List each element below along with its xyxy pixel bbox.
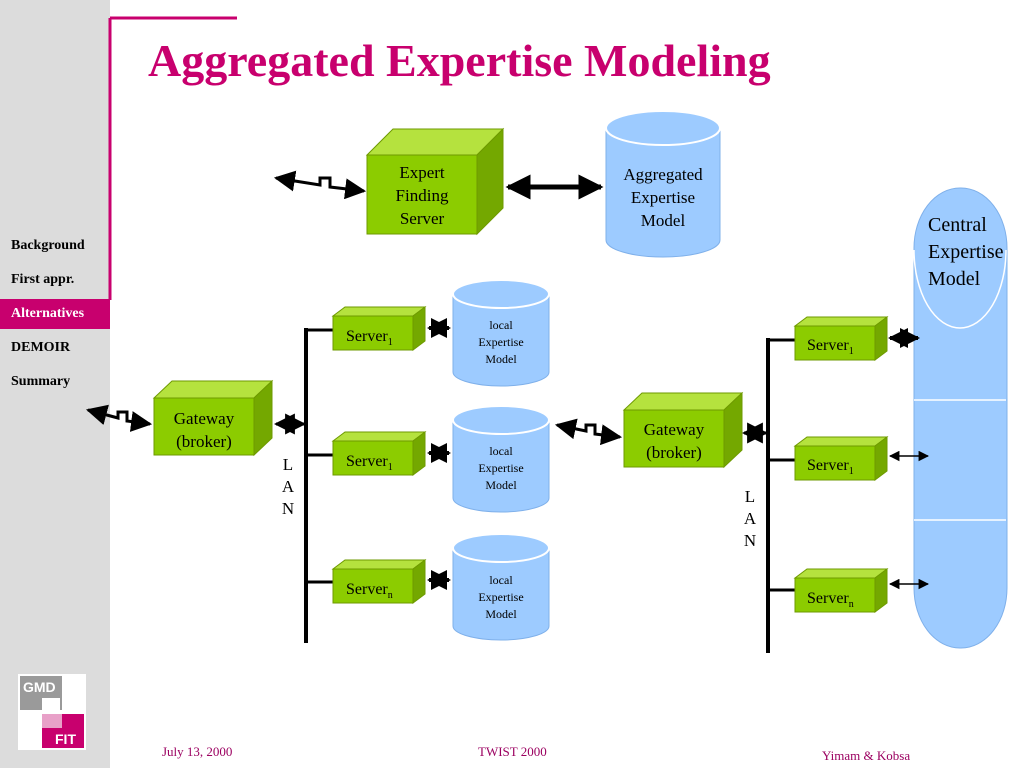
sidebar-item-first-approach[interactable]: First appr.	[11, 272, 75, 287]
server-right-2: Server1	[793, 436, 889, 481]
aggregated-model-line-1: Aggregated	[623, 165, 703, 184]
aggregated-expertise-model: Aggregated Expertise Model	[605, 110, 721, 258]
gmd-fit-logo: GMD FIT	[18, 674, 86, 750]
central-expertise-model: Central Expertise Model	[913, 187, 1008, 649]
gateway-right-line-1: Gateway	[644, 420, 705, 439]
central-model-line-1: Central	[928, 214, 987, 236]
gateway-left: Gateway (broker)	[152, 379, 274, 457]
server-left-1: Server1	[331, 306, 427, 351]
expert-server-line-2: Finding	[396, 186, 449, 205]
expert-server-lightning-link	[273, 170, 367, 200]
expert-server-line-3: Server	[400, 209, 445, 228]
server-left-2: Server1	[331, 431, 427, 476]
footer-date: July 13, 2000	[162, 744, 233, 759]
lan-left-letter-1: L	[283, 455, 293, 474]
aggregated-model-line-3: Model	[641, 211, 686, 230]
local-model-n-line-3: Model	[485, 607, 517, 621]
gateway-left-line-1: Gateway	[174, 409, 235, 428]
server-right-1-label: Server1	[807, 337, 854, 357]
sidebar-item-alternatives[interactable]: Alternatives	[0, 299, 110, 329]
sidebar-item-summary[interactable]: Summary	[11, 374, 71, 389]
footer-event: TWIST 2000	[478, 744, 547, 759]
gateway-right: Gateway (broker)	[622, 391, 744, 469]
local-model-2: local Expertise Model	[452, 405, 550, 513]
local-model-2-line-1: local	[489, 444, 513, 458]
local-model-n-line-1: local	[489, 573, 513, 587]
logo-text-fit: FIT	[55, 731, 76, 747]
gateway-left-lightning-link	[85, 404, 153, 432]
server-right-1: Server1	[793, 316, 889, 361]
lan-right-letter-2: A	[744, 509, 757, 528]
local-model-1-line-1: local	[489, 318, 513, 332]
server-right-2-label: Server1	[807, 457, 854, 477]
central-model-line-2: Expertise	[928, 241, 1004, 263]
local-model-1-line-2: Expertise	[478, 335, 523, 349]
lan-left-letter-2: A	[282, 477, 295, 496]
server-right-n: Servern	[793, 568, 889, 613]
expert-finding-server: Expert Finding Server	[365, 127, 505, 236]
local-model-2-line-2: Expertise	[478, 461, 523, 475]
local-model-2-line-3: Model	[485, 478, 517, 492]
gateway-right-lightning-link	[554, 418, 623, 446]
lan-right-letter-3: N	[744, 531, 756, 550]
sidebar-item-demoir[interactable]: DEMOIR	[11, 340, 71, 355]
page-title: Aggregated Expertise Modeling	[148, 35, 771, 86]
local-model-n: local Expertise Model	[452, 533, 550, 641]
server-right-n-label: Servern	[807, 590, 854, 610]
sidebar-item-background[interactable]: Background	[11, 238, 85, 253]
logo-text-gmd: GMD	[23, 679, 56, 695]
frame-line	[108, 16, 237, 300]
expert-server-line-1: Expert	[399, 163, 445, 182]
lan-left-letter-3: N	[282, 499, 294, 518]
gateway-left-line-2: (broker)	[176, 432, 232, 451]
server-left-2-label: Server1	[346, 453, 393, 473]
server-left-n-label: Servern	[346, 581, 393, 601]
sidebar	[0, 0, 110, 768]
footer-authors: Yimam & Kobsa	[822, 748, 911, 763]
central-model-line-3: Model	[928, 268, 981, 290]
aggregated-model-line-2: Expertise	[631, 188, 695, 207]
local-model-1: local Expertise Model	[452, 279, 550, 387]
gateway-right-line-2: (broker)	[646, 443, 702, 462]
server-left-n: Servern	[331, 559, 427, 604]
local-model-n-line-2: Expertise	[478, 590, 523, 604]
lan-right-letter-1: L	[745, 487, 755, 506]
server-left-1-label: Server1	[346, 328, 393, 348]
local-model-1-line-3: Model	[485, 352, 517, 366]
